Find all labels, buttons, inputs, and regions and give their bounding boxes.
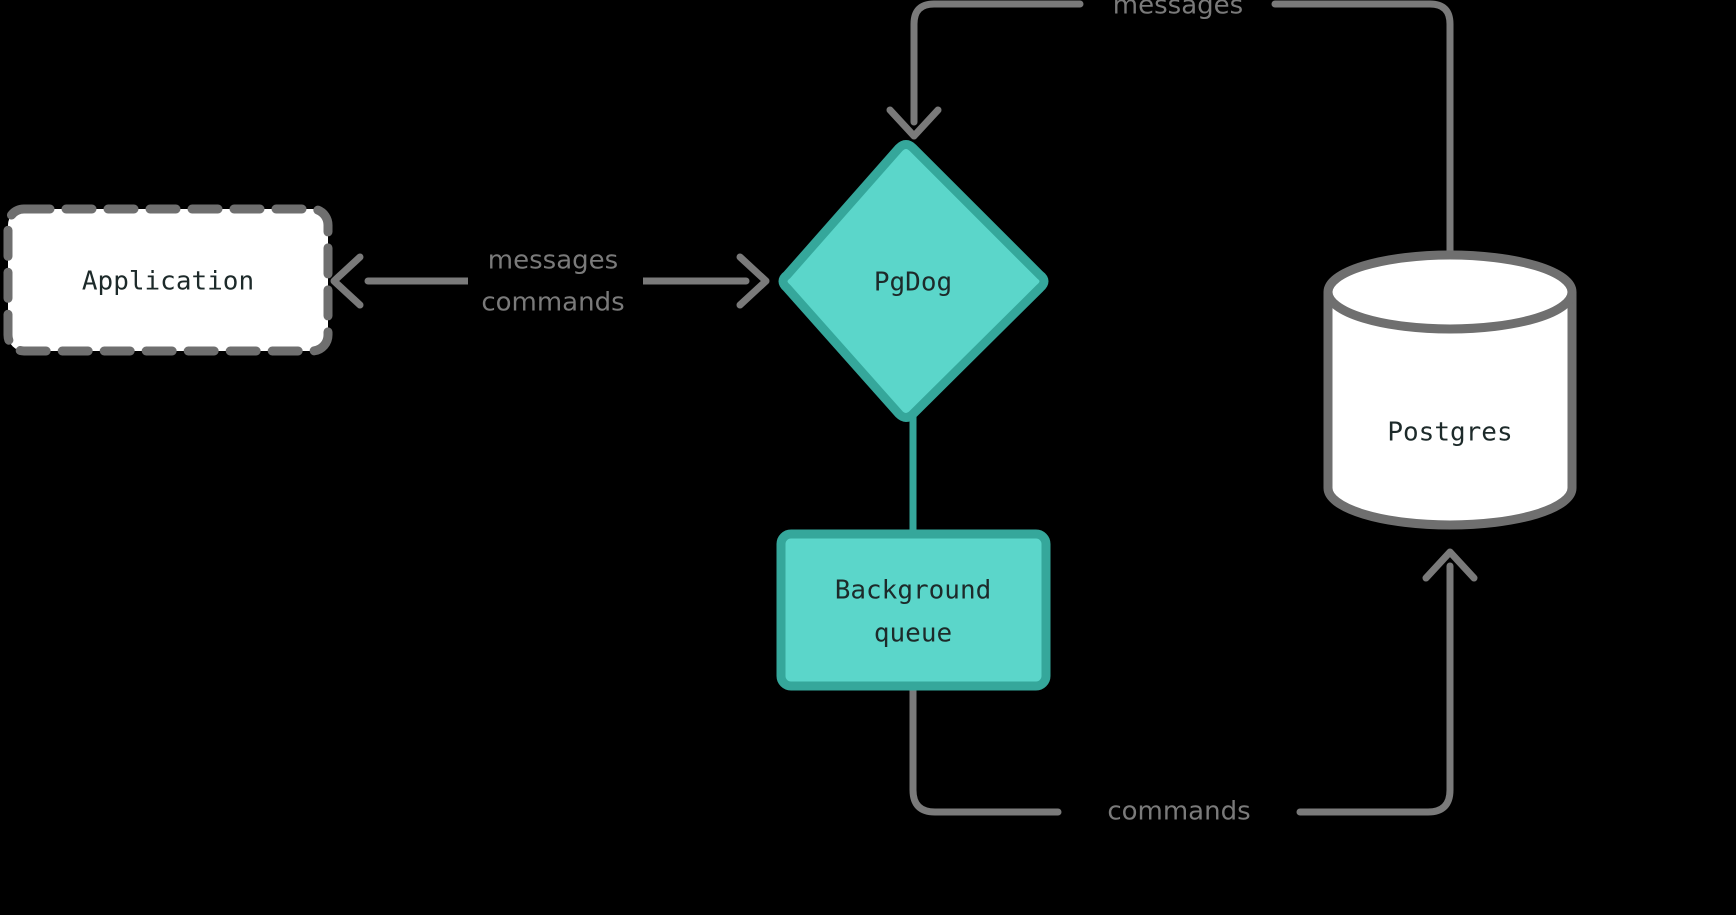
edge-label-commands-middle: commands xyxy=(481,288,624,318)
edge-application-to-pgdog xyxy=(629,253,770,309)
application-shape xyxy=(3,204,333,356)
postgres-label: Postgres xyxy=(1387,418,1512,448)
background-queue-label-line1: Background xyxy=(835,576,992,606)
arrowhead-into-pgdog-left xyxy=(736,253,770,309)
edge-background-queue-to-postgres: commands xyxy=(909,548,1478,827)
node-postgres[interactable]: Postgres xyxy=(1323,250,1577,530)
node-pgdog[interactable]: PgDog xyxy=(778,140,1049,422)
postgres-cylinder-top-arc xyxy=(1323,291,1577,334)
edge-line-postgres-to-pgdog-left xyxy=(910,0,1084,126)
edge-postgres-to-pgdog: messages xyxy=(886,0,1454,259)
edge-label-messages-top: messages xyxy=(1113,0,1243,21)
edge-label-backdrop xyxy=(468,240,643,328)
arrowhead-into-postgres-bottom xyxy=(1422,548,1478,582)
pgdog-label: PgDog xyxy=(874,268,952,298)
node-application[interactable]: Application xyxy=(3,204,333,356)
postgres-cylinder-body xyxy=(1323,250,1577,530)
edge-label-messages-middle: messages xyxy=(488,246,618,276)
arrowhead-into-pgdog-top xyxy=(886,106,942,140)
edge-labels-middle: messages commands xyxy=(468,240,643,328)
background-queue-shape xyxy=(776,529,1051,691)
node-background-queue[interactable]: Background queue xyxy=(776,529,1051,691)
background-queue-label-line2: queue xyxy=(874,619,952,649)
application-label: Application xyxy=(82,267,254,297)
edge-line-postgres-to-pgdog-right xyxy=(1271,0,1454,259)
arrowhead-into-application xyxy=(330,253,364,309)
pgdog-shape xyxy=(778,140,1049,422)
edge-label-commands-bottom: commands xyxy=(1107,797,1250,827)
edge-line-queue-to-postgres-left xyxy=(909,682,1062,816)
edge-line-queue-to-postgres-right xyxy=(1296,562,1454,816)
